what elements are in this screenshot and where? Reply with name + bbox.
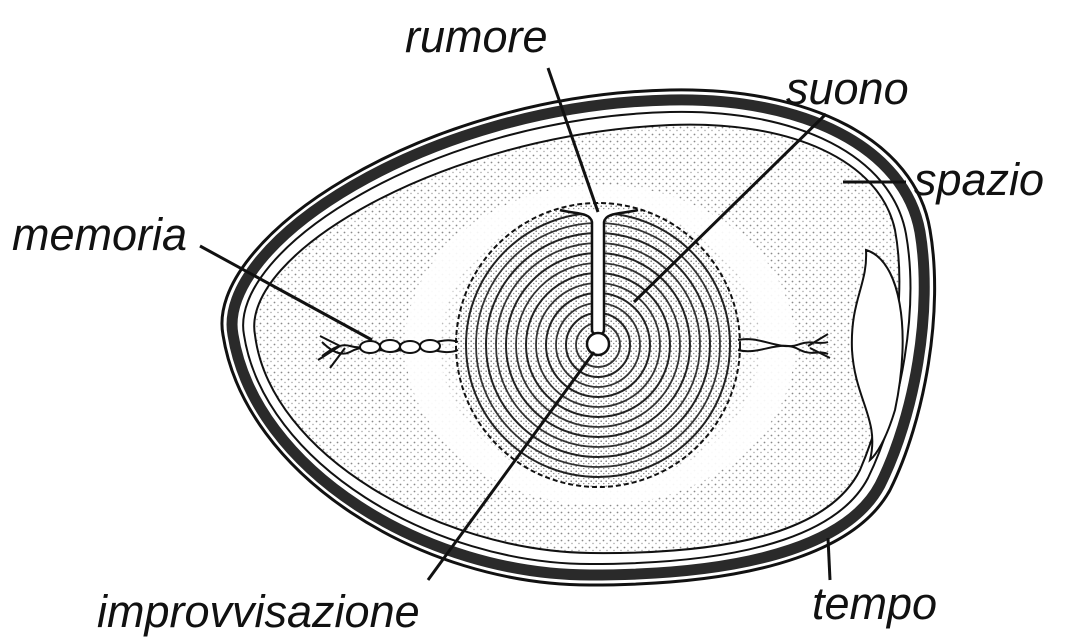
label-memoria: memoria [12, 212, 187, 257]
germinal-disc [587, 333, 609, 355]
leader-tempo [828, 538, 830, 580]
label-spazio: spazio [914, 157, 1044, 202]
label-tempo: tempo [812, 581, 937, 626]
label-improvvisazione: improvvisazione [97, 589, 420, 634]
label-suono: suono [786, 66, 909, 111]
label-rumore: rumore [405, 14, 548, 59]
